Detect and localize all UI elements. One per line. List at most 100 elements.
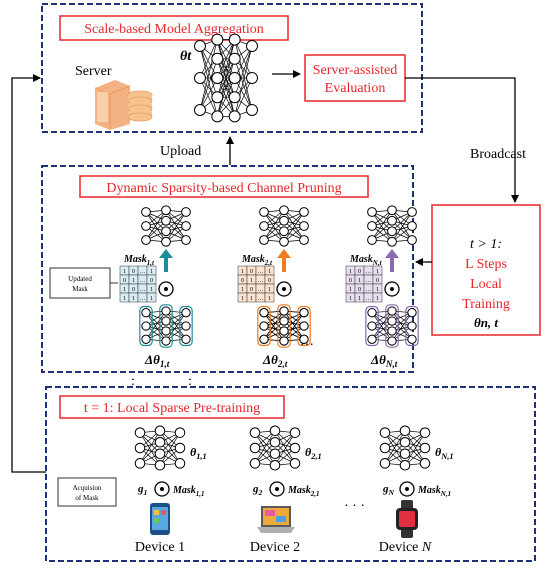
- mask-cell: 1: [345, 283, 356, 294]
- device-theta-1: θ1,1: [190, 445, 207, 461]
- middle-title: Dynamic Sparsity-based Channel Pruning: [106, 181, 341, 196]
- delta-label-3: ΔθN,t: [370, 352, 398, 369]
- top-panel-frame: [41, 3, 423, 133]
- mask-cell-value: 0: [132, 287, 135, 293]
- mask-cell: …: [137, 265, 148, 276]
- mask-cell-value: 1: [349, 296, 352, 302]
- mask-cell: 1: [146, 292, 157, 303]
- middle-panel-frame: [41, 165, 414, 373]
- mask-label-3: MaskN,t: [349, 254, 383, 267]
- mask-cell-value: 1: [241, 269, 244, 275]
- mask-cell: 1: [354, 274, 365, 285]
- mask-cell: 1: [264, 292, 275, 303]
- bottom-title-box: [59, 395, 285, 419]
- mask-cell-value: …: [140, 296, 146, 302]
- local-theta: θn, t: [474, 315, 498, 330]
- mask-cell: 0: [354, 283, 365, 294]
- sparse-network-3: [367, 205, 417, 247]
- device-network-1: [134, 425, 186, 471]
- mask-cell: 1: [246, 292, 257, 303]
- mask-cell-value: 0: [358, 269, 361, 275]
- broadcast-label: Broadcast: [470, 147, 526, 162]
- evaluation-line1: Server-assisted: [313, 63, 397, 78]
- device-hadamard-1: [154, 481, 170, 497]
- mask-cell: …: [255, 283, 266, 294]
- updated-mask-box: [49, 267, 111, 299]
- device-theta-2: θ2,1: [305, 445, 322, 461]
- mask-cell-value: 1: [123, 296, 126, 302]
- mask-cell: …: [137, 292, 148, 303]
- acquisition-mask-box: [57, 477, 117, 507]
- middle-title-box: [79, 175, 369, 198]
- mask-cell: …: [255, 274, 266, 285]
- local-training-box: [431, 204, 541, 336]
- mask-cell: 1: [237, 292, 248, 303]
- mask-cell: 0: [146, 274, 157, 285]
- device-g-3: gN: [382, 483, 395, 497]
- mask-cell-value: …: [258, 287, 264, 293]
- evaluation-line2: Evaluation: [325, 81, 386, 96]
- mask-cell-value: 1: [358, 278, 361, 284]
- delta-label-2: Δθ2,t: [262, 352, 288, 369]
- mask-cell: 0: [119, 274, 130, 285]
- mask-cell: 1: [345, 265, 356, 276]
- bottom-panel-frame: [45, 386, 536, 562]
- laptop-icon: [257, 506, 295, 533]
- device-theta-3: θN,1: [435, 445, 454, 461]
- mask-cell: 1: [128, 292, 139, 303]
- theta-t-label: θt: [180, 49, 192, 64]
- mask-cell-value: 1: [349, 287, 352, 293]
- mask-cell-value: 1: [376, 296, 379, 302]
- smartwatch-icon: [396, 500, 418, 538]
- device-g-2: g2: [252, 483, 263, 497]
- mask-cell: …: [255, 292, 266, 303]
- mask-cell: 1: [119, 292, 130, 303]
- mask-cell: …: [363, 283, 374, 294]
- mask-cell: …: [363, 265, 374, 276]
- mask-cell-value: 0: [358, 287, 361, 293]
- phone-icon: [150, 503, 170, 535]
- mask-label-1: Mask1,t: [123, 254, 155, 267]
- pruned-network-3: [365, 304, 419, 348]
- hadamard-operator-1: [158, 281, 174, 297]
- mask-cell: 1: [354, 292, 365, 303]
- pruned-network-1: [139, 304, 193, 348]
- mask-cell-value: 1: [349, 269, 352, 275]
- mask-cell-value: …: [366, 296, 372, 302]
- mask-cell-value: 0: [132, 269, 135, 275]
- device-label-2: Device 2: [250, 540, 300, 555]
- mask-cell-value: 1: [358, 296, 361, 302]
- bottom-ellipsis: · · ·: [344, 499, 365, 514]
- mask-cell-value: 0: [241, 278, 244, 284]
- device-label-3: Device N: [379, 540, 432, 555]
- feedback-loop-arrow: [11, 74, 46, 473]
- mask-cell: 1: [119, 265, 130, 276]
- hadamard-operator-3: [384, 281, 400, 297]
- mask-cell-value: 1: [250, 278, 253, 284]
- mask-cell: 0: [264, 274, 275, 285]
- mask-cell-value: …: [366, 269, 372, 275]
- mask-cell: …: [363, 292, 374, 303]
- local-line3: Local: [470, 277, 502, 292]
- updated-mask-line1: Updated: [68, 275, 92, 283]
- device-mask-3: MaskN,1: [417, 485, 451, 498]
- mask-cell-value: 1: [123, 269, 126, 275]
- mask-cell-value: 1: [241, 296, 244, 302]
- server-icon: [94, 80, 153, 130]
- mask-cell: 1: [146, 265, 157, 276]
- mask-cell-value: …: [140, 287, 146, 293]
- top-title: Scale-based Model Aggregation: [84, 22, 264, 37]
- device-mask-2: Mask2,1: [287, 485, 320, 498]
- acquisition-line1: Acquision: [73, 484, 102, 492]
- mask-cell-value: …: [140, 269, 146, 275]
- device-hadamard-2: [269, 481, 285, 497]
- mask-cell: 0: [246, 283, 257, 294]
- server-network: [194, 33, 258, 123]
